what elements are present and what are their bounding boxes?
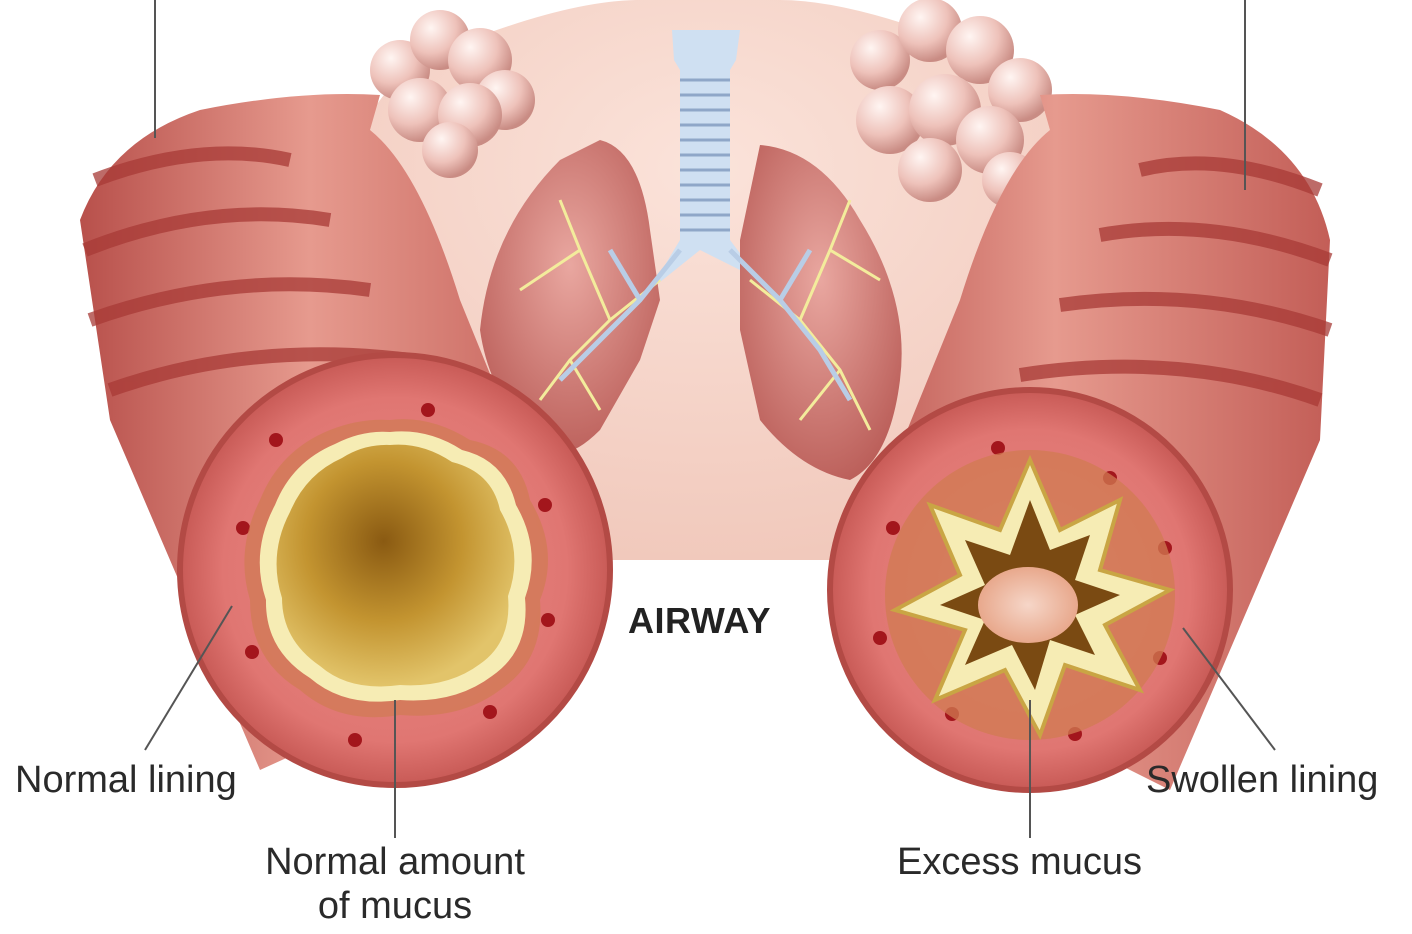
normal-mucus-line1: Normal amount bbox=[230, 840, 560, 884]
normal-mucus-label: Normal amount of mucus bbox=[230, 840, 560, 928]
swollen-lining-label: Swollen lining bbox=[1146, 758, 1378, 802]
airway-title: AIRWAY bbox=[628, 600, 771, 642]
excess-mucus-label: Excess mucus bbox=[897, 840, 1142, 884]
normal-mucus-line2: of mucus bbox=[230, 884, 560, 928]
normal-lining-label: Normal lining bbox=[15, 758, 237, 802]
